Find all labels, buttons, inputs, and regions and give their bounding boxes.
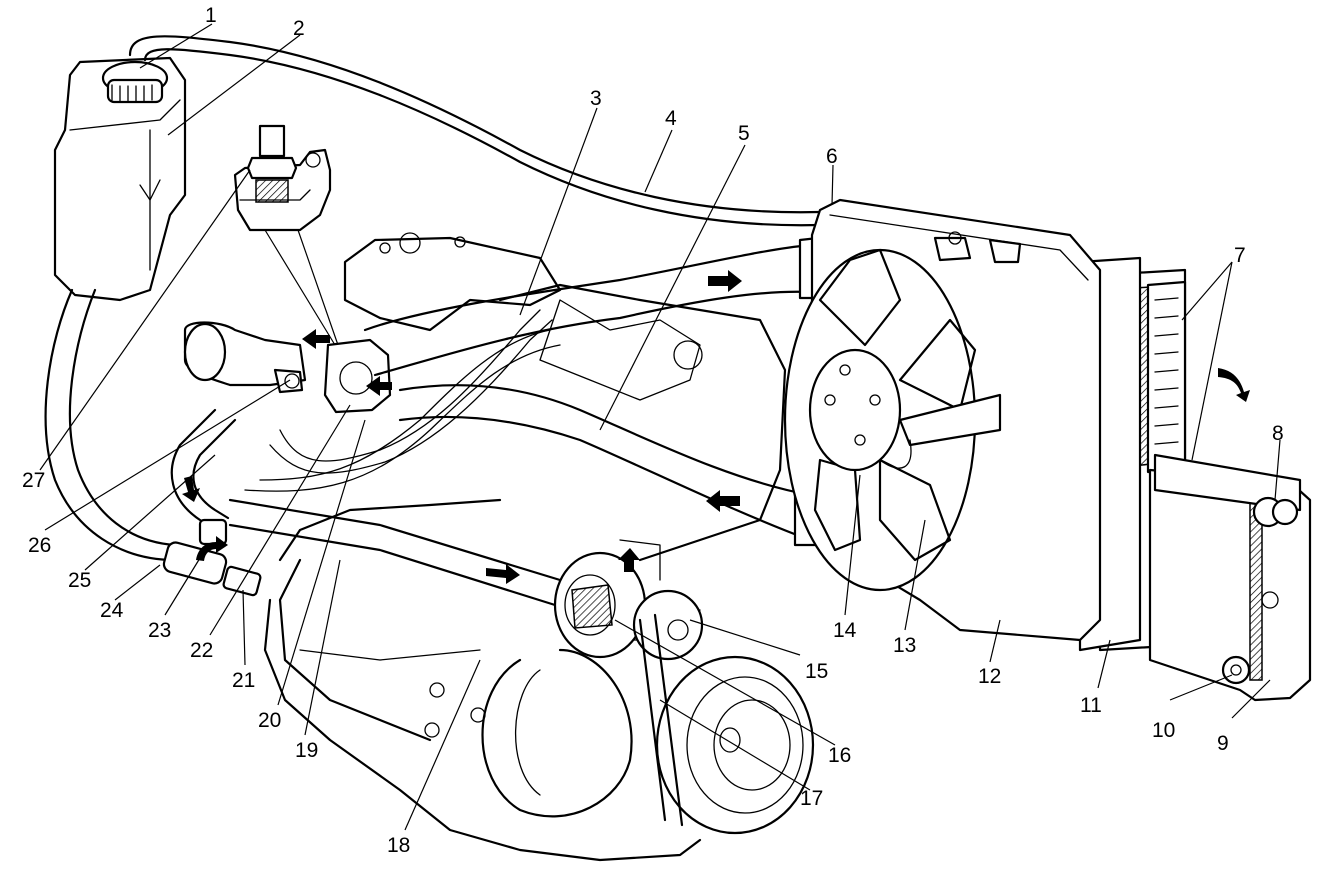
thermostat bbox=[183, 321, 392, 414]
callout-2: 2 bbox=[293, 17, 305, 40]
flow-arrow-curved-icon bbox=[196, 536, 228, 561]
flow-arrow-left-icon bbox=[302, 329, 330, 349]
callout-12: 12 bbox=[978, 665, 1001, 688]
callout-22: 22 bbox=[190, 639, 213, 662]
tank-outlet-hose bbox=[44, 288, 262, 597]
callout-20: 20 bbox=[258, 709, 281, 732]
callout-15: 15 bbox=[805, 660, 828, 683]
flow-arrow-left-icon bbox=[706, 490, 740, 512]
callout-labels: 1 2 3 4 5 6 7 8 9 10 11 12 13 14 15 16 1… bbox=[22, 4, 1284, 857]
callout-6: 6 bbox=[826, 145, 838, 168]
callout-18: 18 bbox=[387, 834, 410, 857]
callout-19: 19 bbox=[295, 739, 318, 762]
callout-10: 10 bbox=[1152, 719, 1175, 742]
callout-21: 21 bbox=[232, 669, 255, 692]
callout-24: 24 bbox=[100, 599, 124, 622]
callout-13: 13 bbox=[893, 634, 916, 657]
callout-16: 16 bbox=[828, 744, 851, 767]
callout-1: 1 bbox=[205, 4, 217, 27]
leader-lines bbox=[39, 23, 1281, 831]
flow-arrow-right-icon bbox=[708, 270, 742, 292]
flow-arrows bbox=[182, 270, 1250, 584]
upper-radiator-hose bbox=[363, 236, 824, 377]
callout-23: 23 bbox=[148, 619, 171, 642]
callout-3: 3 bbox=[590, 87, 602, 110]
callout-8: 8 bbox=[1272, 422, 1284, 445]
callout-5: 5 bbox=[738, 122, 750, 145]
flow-arrow-right-icon bbox=[486, 564, 520, 584]
callout-4: 4 bbox=[665, 107, 677, 130]
callout-14: 14 bbox=[833, 619, 857, 642]
callout-26: 26 bbox=[28, 534, 51, 557]
expansion-tank bbox=[53, 56, 187, 302]
radiator bbox=[1078, 256, 1312, 702]
coolant-pump bbox=[553, 539, 704, 661]
callout-25: 25 bbox=[68, 569, 91, 592]
flow-arrow-curved-icon bbox=[1218, 368, 1250, 402]
flow-arrow-down-icon bbox=[182, 476, 200, 502]
callout-17: 17 bbox=[800, 787, 823, 810]
flow-arrow-up-icon bbox=[618, 548, 640, 572]
callout-11: 11 bbox=[1080, 694, 1102, 717]
electric-fan bbox=[783, 248, 1002, 592]
callout-9: 9 bbox=[1217, 732, 1229, 755]
flow-arrow-left-icon bbox=[366, 376, 392, 396]
callout-7: 7 bbox=[1234, 244, 1246, 267]
coolant-pump-pipe bbox=[228, 498, 562, 607]
vapor-hose bbox=[128, 35, 822, 227]
temperature-sensor-inset bbox=[233, 124, 339, 346]
callout-27: 27 bbox=[22, 469, 45, 492]
heater-hoses bbox=[170, 309, 561, 546]
